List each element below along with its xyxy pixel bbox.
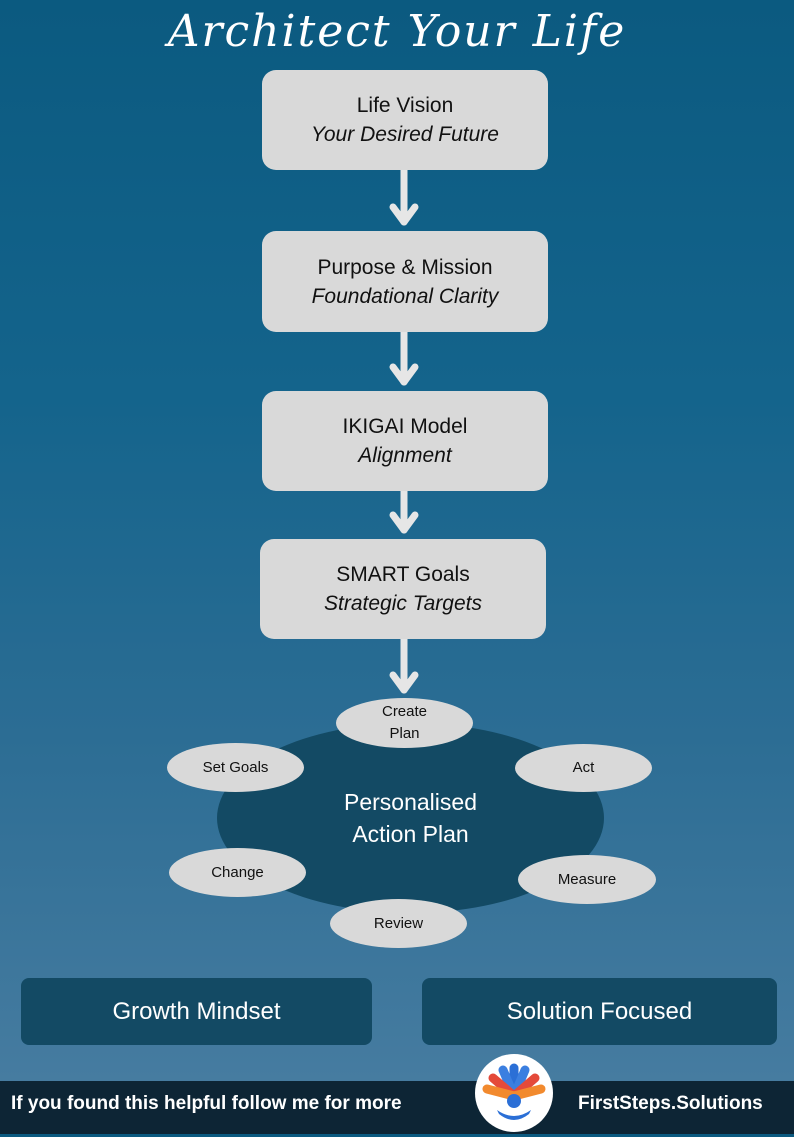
hub-line-2: Action Plan	[352, 821, 469, 847]
footer-bar	[0, 1081, 794, 1134]
node-line-2: Plan	[389, 725, 420, 742]
cycle-node-measure: Measure	[518, 855, 656, 904]
cycle-node-set-goals: Set Goals	[167, 743, 304, 792]
pillar-solution-focused: Solution Focused	[422, 978, 777, 1045]
step-subtitle: Your Desired Future	[311, 123, 499, 146]
step-label: SMART Goals	[336, 563, 470, 586]
step-subtitle: Strategic Targets	[324, 592, 482, 615]
page-title: Architect Your Life	[167, 6, 627, 57]
footer-cta: If you found this helpful follow me for …	[11, 1093, 402, 1114]
step-subtitle: Alignment	[358, 444, 452, 467]
step-purpose-mission: Purpose & Mission Foundational Clarity	[262, 231, 548, 332]
arrow-down-icon	[389, 635, 419, 694]
arrow-down-icon	[389, 166, 419, 226]
step-life-vision: Life Vision Your Desired Future	[262, 70, 548, 170]
footer-brand[interactable]: FirstSteps.Solutions	[578, 1093, 763, 1114]
step-label: Life Vision	[356, 94, 454, 117]
step-label: Purpose & Mission	[317, 255, 493, 279]
step-subtitle: Foundational Clarity	[311, 284, 499, 308]
cycle-node-review: Review	[330, 899, 467, 948]
cycle-node-act: Act	[515, 744, 652, 792]
pillar-growth-mindset: Growth Mindset	[21, 978, 372, 1045]
cycle-node-change: Change	[169, 848, 306, 897]
step-ikigai-model: IKIGAI Model Alignment	[262, 391, 548, 491]
step-label: IKIGAI Model	[342, 415, 468, 438]
node-line-1: Create	[381, 703, 428, 720]
firststeps-logo-icon[interactable]	[475, 1054, 553, 1132]
arrow-down-icon	[389, 328, 419, 386]
cycle-node-create-plan: Create Plan	[336, 698, 473, 748]
hub-line-1: Personalised	[344, 789, 477, 815]
arrow-down-icon	[389, 487, 419, 534]
step-smart-goals: SMART Goals Strategic Targets	[260, 539, 546, 639]
